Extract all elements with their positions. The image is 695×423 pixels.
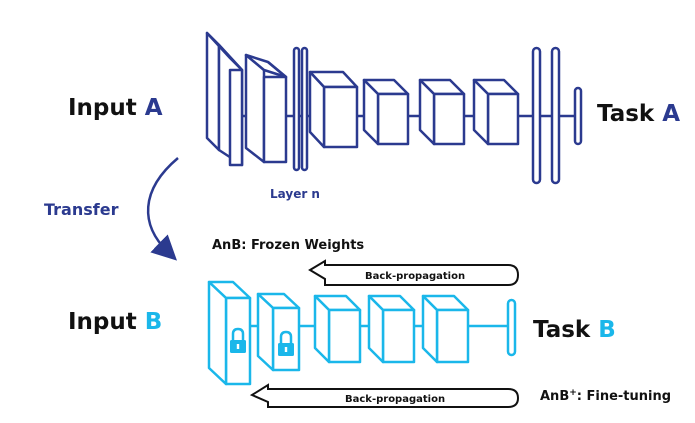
frozen-weights-label: AnB: Frozen Weights bbox=[212, 238, 364, 253]
task-a-label: Task A bbox=[597, 101, 680, 127]
backprop-top-arrow: Back-propagation bbox=[308, 259, 520, 286]
backprop-bottom-arrow: Back-propagation bbox=[249, 383, 520, 408]
input-b-label: Input B bbox=[68, 309, 162, 335]
network-a-layer-1 bbox=[205, 31, 244, 167]
network-a-output-bar bbox=[573, 86, 583, 146]
network-b-cube-1 bbox=[313, 294, 362, 364]
network-b bbox=[207, 280, 517, 386]
network-a-fc-bar-2 bbox=[550, 46, 561, 185]
lock-icon bbox=[278, 330, 294, 356]
backprop-bottom-label: Back-propagation bbox=[345, 394, 445, 405]
network-b-layer-2 bbox=[256, 292, 301, 372]
transfer-label: Transfer bbox=[44, 200, 119, 219]
network-b-layer-1 bbox=[207, 280, 252, 386]
backprop-top-label: Back-propagation bbox=[365, 271, 465, 282]
network-a-layer-2 bbox=[244, 53, 288, 164]
network-a-fc-bar-1 bbox=[531, 46, 542, 185]
network-a-cube-4 bbox=[472, 78, 520, 146]
lock-icon bbox=[230, 327, 246, 353]
input-a-label: Input A bbox=[68, 95, 163, 121]
network-b-cube-3 bbox=[421, 294, 470, 364]
network-a-cube-1 bbox=[308, 70, 359, 149]
transfer-arrow bbox=[147, 157, 179, 261]
network-a-layer-n-bar-1 bbox=[292, 46, 301, 172]
layer-n-label: Layer n bbox=[270, 187, 320, 201]
network-b-cube-2 bbox=[367, 294, 416, 364]
fine-tuning-label: AnB+: Fine-tuning bbox=[540, 388, 671, 404]
network-a bbox=[205, 31, 583, 185]
network-a-layer-n-bar-2 bbox=[300, 46, 309, 172]
network-a-cube-3 bbox=[418, 78, 466, 146]
task-b-label: Task B bbox=[533, 317, 616, 343]
network-a-cube-2 bbox=[362, 78, 410, 146]
network-b-output-bar bbox=[506, 298, 517, 357]
